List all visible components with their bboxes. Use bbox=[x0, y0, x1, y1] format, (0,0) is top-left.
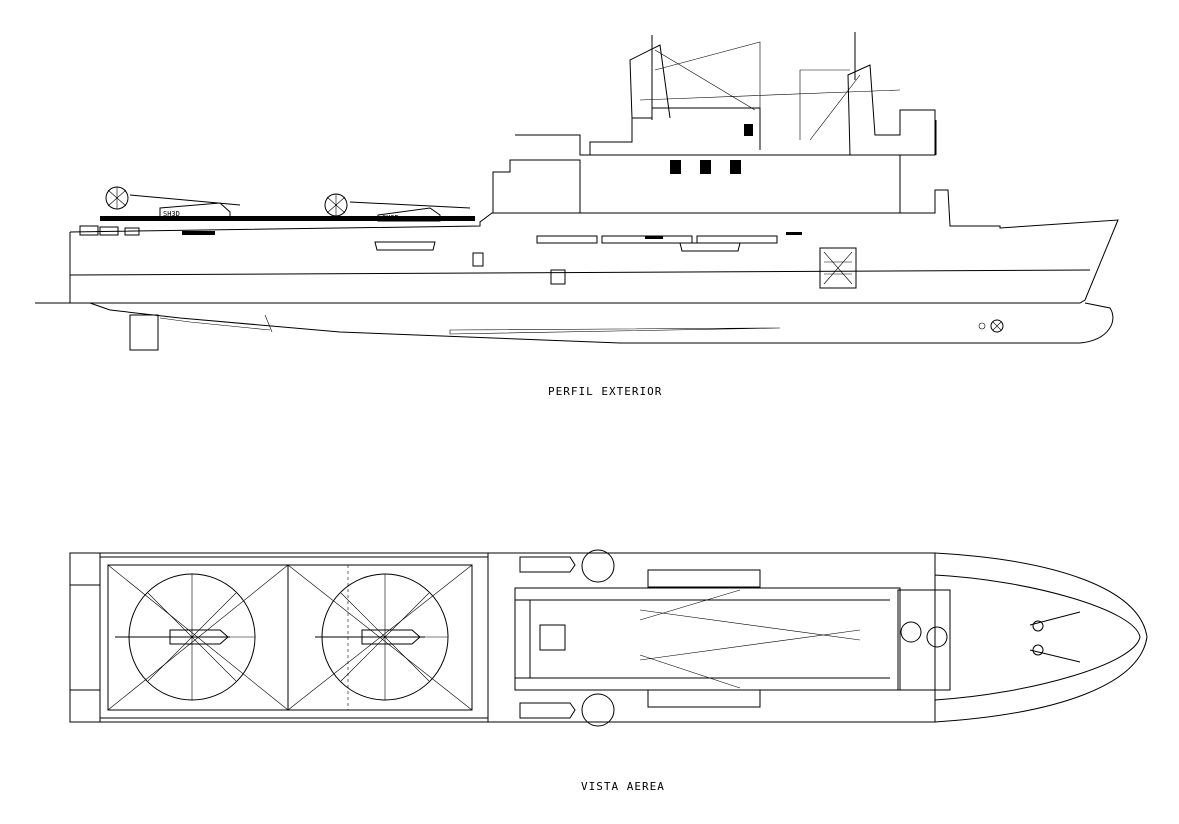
helicopter-plan-aft bbox=[115, 573, 256, 701]
deck-equipment-plan bbox=[514, 549, 1081, 727]
helicopter-fore: SH3D bbox=[324, 193, 471, 222]
lifeboats-profile bbox=[374, 232, 802, 252]
helicopter-aft: SH3D bbox=[105, 186, 241, 219]
helicopter-label: SH3D bbox=[382, 214, 399, 222]
plan-caption: VISTA AEREA bbox=[581, 780, 665, 793]
helicopter-plan-fore bbox=[315, 573, 449, 701]
superstructure bbox=[492, 32, 937, 289]
flight-deck bbox=[79, 216, 566, 285]
helicopter-label: SH3D bbox=[163, 210, 180, 218]
hull-profile bbox=[35, 189, 1119, 351]
profile-caption: PERFIL EXTERIOR bbox=[548, 385, 663, 398]
